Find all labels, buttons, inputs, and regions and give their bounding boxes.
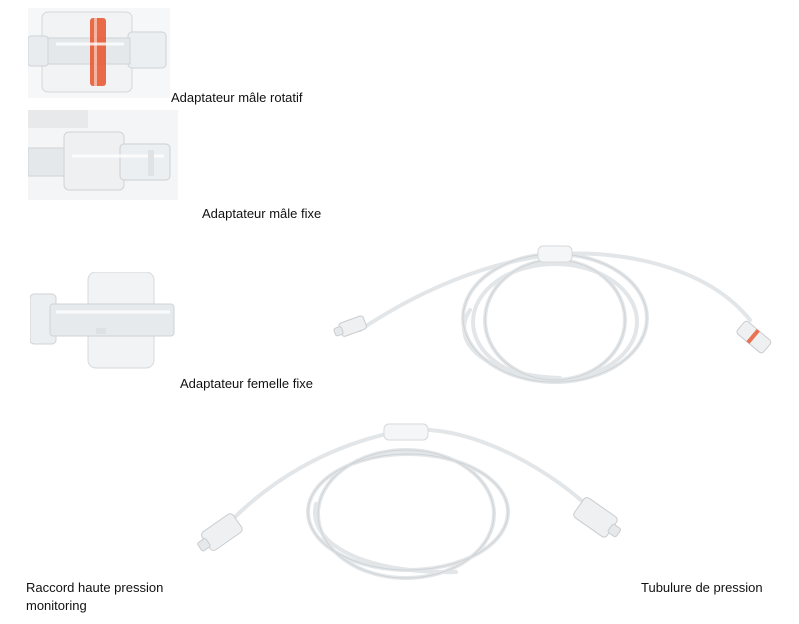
fixed-female-adapter-caption: Adaptateur femelle fixe <box>180 376 313 391</box>
rotating-male-adapter-caption: Adaptateur mâle rotatif <box>171 90 303 105</box>
fixed-male-adapter-image <box>28 110 178 200</box>
high-pressure-connector-image <box>197 423 622 580</box>
rotating-male-adapter-image <box>28 8 170 98</box>
high-pressure-connector-caption-line2: monitoring <box>26 598 87 613</box>
pressure-tubing-coil-image <box>333 245 772 384</box>
high-pressure-connector-caption: Raccord haute pression monitoring <box>26 579 206 615</box>
fixed-male-adapter-caption: Adaptateur mâle fixe <box>202 206 322 221</box>
pressure-tubing-caption: Tubulure de pression <box>641 580 763 595</box>
high-pressure-connector-caption-line1: Raccord haute pression <box>26 580 164 595</box>
fixed-female-adapter-image <box>30 272 175 369</box>
